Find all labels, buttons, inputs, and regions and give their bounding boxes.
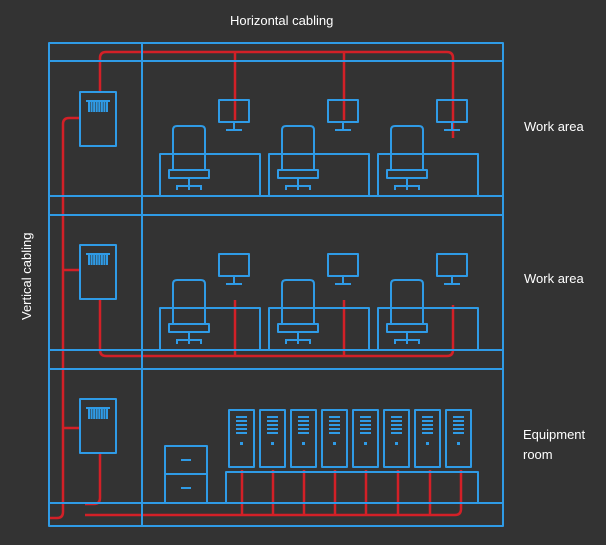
- rack-cabinet: [414, 409, 441, 468]
- rack-indicator: [364, 442, 367, 445]
- desk: [268, 153, 370, 197]
- rack-indicator: [457, 442, 460, 445]
- rack-cabinet: [321, 409, 348, 468]
- equipment-room-label: Equipment room: [523, 427, 586, 462]
- chair-seat: [386, 169, 428, 179]
- chair-seat: [277, 323, 319, 333]
- server-rack-3: [290, 409, 317, 468]
- furniture-layer: [79, 91, 479, 504]
- cabinet-handles: [181, 459, 191, 489]
- building-outer-wall: [48, 42, 504, 527]
- work-area-upper-label: Work area: [524, 119, 584, 134]
- equipment-backbone: [85, 470, 463, 517]
- desk: [159, 307, 261, 351]
- chair-seat: [386, 323, 428, 333]
- telecom-closet-lower: [79, 398, 117, 454]
- monitor-icon: [218, 253, 250, 277]
- cabling-layer: [49, 50, 463, 520]
- workstation-1: [159, 99, 261, 197]
- rack-indicator: [302, 442, 305, 445]
- desk: [159, 153, 261, 197]
- chair-back: [281, 279, 315, 325]
- chair-seat: [277, 169, 319, 179]
- rack-cabinet: [290, 409, 317, 468]
- vertical-cabling-label: Vertical cabling: [19, 232, 34, 320]
- rack-cabinet: [383, 409, 410, 468]
- telecom-closet-upper: [79, 91, 117, 147]
- equipment-platform: [225, 471, 479, 504]
- chair-base: [285, 178, 311, 190]
- chair-seat: [168, 323, 210, 333]
- horizontal-cable-upper: [98, 50, 455, 138]
- server-rack-5: [352, 409, 379, 468]
- equipment-cable-down: [85, 454, 102, 506]
- building-outline: [48, 42, 504, 527]
- workstation-5: [268, 253, 370, 351]
- telecom-closet-middle: [79, 244, 117, 300]
- workstation-4: [159, 253, 261, 351]
- chair-back: [281, 125, 315, 171]
- server-rack-4: [321, 409, 348, 468]
- server-rack-7: [414, 409, 441, 468]
- horizontal-cable-middle: [98, 300, 455, 358]
- vertical-cable-main: [49, 116, 80, 520]
- desk: [268, 307, 370, 351]
- server-rack-8: [445, 409, 472, 468]
- closet-housing: [79, 91, 117, 147]
- chair-base: [176, 332, 202, 344]
- closet-housing: [79, 244, 117, 300]
- chair-back: [390, 125, 424, 171]
- chair-back: [172, 279, 206, 325]
- closet-housing: [79, 398, 117, 454]
- rack-indicator: [395, 442, 398, 445]
- monitor-stand: [444, 276, 460, 285]
- rack-cabinet: [445, 409, 472, 468]
- monitor-stand: [444, 122, 460, 131]
- workstation-6: [377, 253, 479, 351]
- desk: [377, 153, 479, 197]
- workstation-2: [268, 99, 370, 197]
- monitor-stand: [335, 276, 351, 285]
- rack-cabinet: [259, 409, 286, 468]
- monitor-icon: [436, 253, 468, 277]
- server-rack-2: [259, 409, 286, 468]
- chair-back: [172, 125, 206, 171]
- chair-base: [285, 332, 311, 344]
- rack-cabinet: [352, 409, 379, 468]
- rack-indicator: [333, 442, 336, 445]
- chair-base: [394, 178, 420, 190]
- monitor-icon: [327, 253, 359, 277]
- chair-seat: [168, 169, 210, 179]
- chair-back: [390, 279, 424, 325]
- rack-indicator: [426, 442, 429, 445]
- workstation-3: [377, 99, 479, 197]
- desk: [377, 307, 479, 351]
- chair-base: [176, 178, 202, 190]
- server-rack-6: [383, 409, 410, 468]
- rack-indicator: [271, 442, 274, 445]
- rack-indicator: [240, 442, 243, 445]
- work-area-middle-label: Work area: [524, 271, 584, 286]
- monitor-stand: [226, 122, 242, 131]
- monitor-stand: [335, 122, 351, 131]
- server-rack-1: [228, 409, 255, 468]
- horizontal-cabling-label: Horizontal cabling: [230, 13, 334, 28]
- rack-cabinet: [228, 409, 255, 468]
- chair-base: [394, 332, 420, 344]
- monitor-stand: [226, 276, 242, 285]
